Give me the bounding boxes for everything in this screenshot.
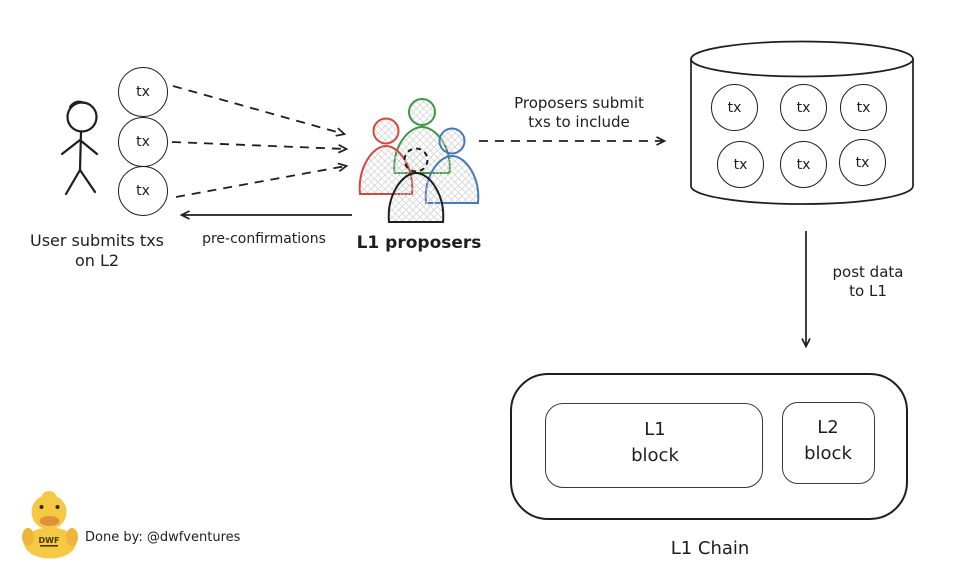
user-caption: User submits txs on L2 (30, 231, 164, 271)
user-caption-line2: on L2 (74, 251, 120, 270)
user-figure (60, 100, 99, 196)
mempool-tx-circle-1: tx (711, 84, 758, 131)
user-figure-body (78, 130, 83, 172)
tx-to-proposers-arrows (171, 85, 349, 198)
mempool-tx-circle-5: tx (780, 141, 827, 188)
mempool-cylinder (690, 40, 914, 205)
proposer-figure-black (387, 147, 445, 223)
l1-block-label-line1: L1 (644, 419, 666, 440)
credit-label: Done by: @dwfventures (85, 530, 241, 545)
l1-block-label-line2: block (631, 445, 679, 467)
mempool-tx-circle-2: tx (780, 84, 827, 131)
user-tx-circle-3: tx (118, 166, 168, 216)
submit-caption-line1: Proposers submit (514, 94, 644, 112)
cylinder-top (690, 40, 914, 78)
l1-chain-label: L1 Chain (670, 538, 750, 559)
user-caption-line1: User submits txs (30, 231, 164, 250)
tx-arrow-2 (171, 141, 349, 154)
pre-confirmations-label: pre-confirmations (202, 231, 326, 247)
duck-eye-left (39, 505, 44, 509)
user-tx-circle-2: tx (118, 117, 168, 167)
l1-block-label: L1 block (631, 417, 679, 469)
post-data-caption: post data to L1 (833, 263, 904, 301)
duck-wing-left (22, 528, 34, 546)
l2-block-label-line1: L2 (817, 417, 839, 438)
mempool-tx-circle-3: tx (840, 84, 887, 131)
post-data-caption-line2: to L1 (849, 281, 887, 300)
duck-logo-text: DWF (39, 536, 60, 545)
duck-beak (39, 516, 60, 526)
duck-logo: DWF (22, 491, 78, 559)
proposer-figure-blue (424, 127, 480, 204)
user-tx-circle-1: tx (118, 67, 168, 117)
mempool-tx-circle-6: tx (839, 139, 886, 186)
l1-block-box (545, 403, 763, 488)
submit-caption: Proposers submit txs to include (514, 94, 644, 132)
duck-wing-right (66, 528, 78, 546)
duck-eye-right (55, 505, 60, 509)
tx-arrow-1 (172, 85, 347, 137)
user-figure-arms (60, 138, 99, 156)
post-data-caption-line1: post data (832, 263, 904, 281)
mempool-tx-circle-4: tx (717, 141, 764, 188)
l2-block-label: L2 block (804, 415, 852, 467)
tx-arrow-3 (175, 162, 349, 198)
proposers-label: L1 proposers (356, 233, 482, 253)
cylinder-body (690, 59, 914, 205)
duck-logo-underline (40, 545, 58, 547)
duck-body (24, 527, 76, 559)
user-figure-legs (64, 168, 97, 196)
user-figure-head-sketch (68, 100, 86, 109)
l2-block-box (782, 402, 875, 484)
proposers-group (358, 98, 480, 223)
l2-block-label-line2: block (804, 443, 852, 465)
submit-caption-line2: txs to include (528, 112, 630, 131)
user-figure-head (66, 101, 98, 133)
